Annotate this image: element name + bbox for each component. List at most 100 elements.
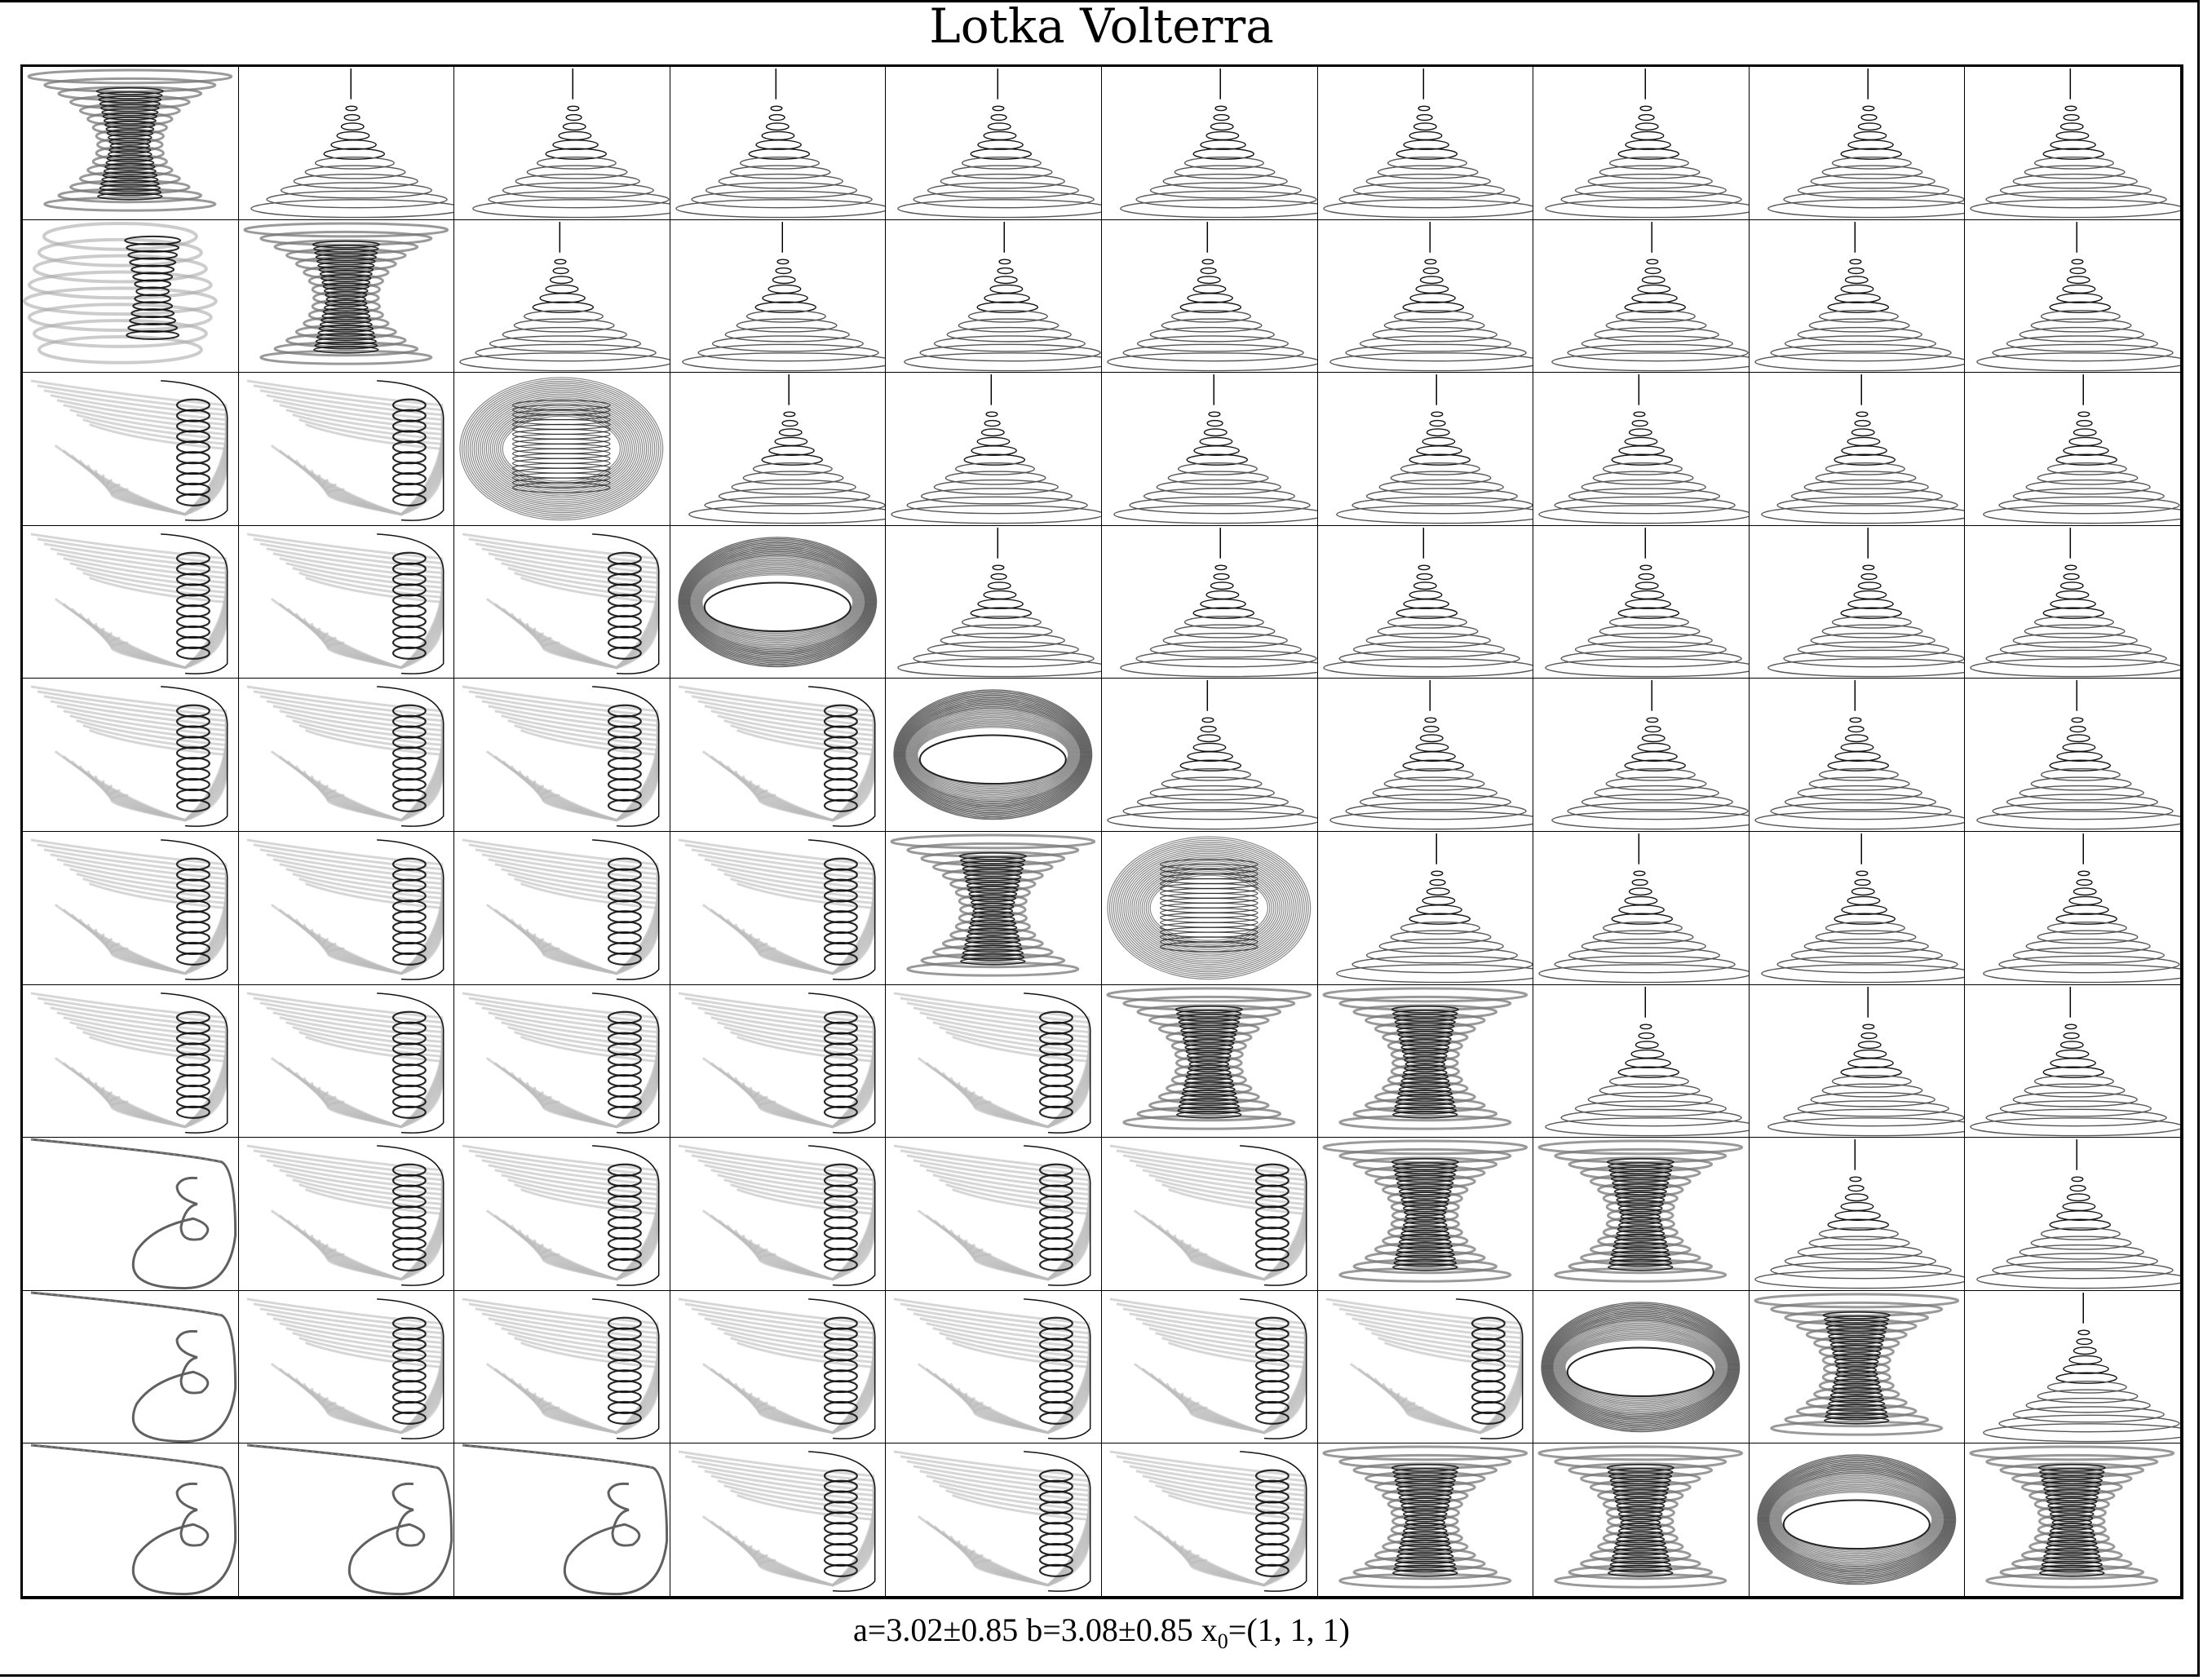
cone-trajectory-plot [1551,680,1749,830]
trajectory-cell-r5-c8 [1749,832,1966,985]
cone-trajectory-plot [1754,680,1965,830]
wing-trajectory-plot [678,685,876,828]
trajectory-cell-r3-c0 [23,525,239,679]
cone-trajectory-plot [682,221,886,371]
cone-trajectory-plot [1976,680,2180,830]
cone-trajectory-plot [1322,527,1533,678]
trajectory-cell-r9-c1 [238,1443,455,1597]
trajectory-cell-r4-c5 [1102,679,1318,832]
wing-trajectory-plot [246,1144,445,1287]
trajectory-cell-r8-c8 [1749,1290,1966,1444]
trajectory-cell-r1-c8 [1749,219,1966,374]
wing-trajectory-plot [678,1450,876,1593]
funnel-trajectory-plot [1537,1445,1744,1589]
wing-trajectory-plot [30,838,228,980]
trajectory-cell-r6-c5 [1102,984,1318,1138]
trajectory-cell-r9-c6 [1317,1443,1534,1597]
cone-trajectory-plot [897,527,1101,678]
cone-trajectory-plot [1545,68,1749,219]
trajectory-cell-r4-c2 [454,679,670,832]
cone-trajectory-plot [250,68,454,219]
trajectory-cell-r0-c6 [1317,67,1534,220]
trajectory-cell-r4-c6 [1317,679,1534,832]
wing-trajectory-plot [894,992,1091,1134]
trajectory-cell-r1-c4 [886,219,1102,374]
trajectory-cell-r0-c5 [1102,67,1318,220]
trajectory-cell-r8-c2 [454,1290,670,1444]
cone-trajectory-plot [1754,221,1965,371]
trajectory-cell-r9-c7 [1533,1443,1750,1597]
wing-trajectory-plot [462,1144,660,1287]
trajectory-cell-r0-c1 [238,67,455,220]
trajectory-cell-r6-c2 [454,984,670,1138]
trajectory-cell-r5-c6 [1317,832,1534,985]
cone-trajectory-plot [1551,221,1749,371]
trajectory-cell-r3-c9 [1965,525,2181,679]
trajectory-cell-r7-c0 [23,1138,239,1291]
trajectory-cell-r3-c4 [886,525,1102,679]
trajectory-cell-r4-c8 [1749,679,1966,832]
wing-trajectory-plot [246,1298,445,1439]
trajectory-cell-r1-c5 [1102,219,1318,374]
wing-trajectory-plot [894,1298,1091,1439]
trajectory-cell-r2-c6 [1317,373,1534,526]
trajectory-cell-r2-c9 [1965,373,2181,526]
trajectory-cell-r4-c3 [670,679,887,832]
trajectory-cell-r2-c0 [23,373,239,526]
loop-trajectory-plot [246,1443,453,1596]
cone-trajectory-plot [1329,221,1533,371]
funnel-trajectory-plot [1322,987,1528,1130]
trajectory-cell-r0-c7 [1533,67,1750,220]
trajectory-cell-r0-c0 [23,67,239,220]
caption-subscript: 0 [1217,1629,1228,1653]
trajectory-cell-r1-c2 [454,219,670,374]
caption-text: a=3.02±0.85 b=3.08±0.85 x [853,1611,1218,1648]
funnel-trajectory-plot [1322,1139,1528,1283]
trajectory-cell-r7-c1 [238,1138,455,1291]
cone-trajectory-plot [1107,680,1317,830]
wing-trajectory-plot [30,379,228,522]
trajectory-cell-r9-c3 [670,1443,887,1597]
trajectory-cell-r6-c4 [886,984,1102,1138]
trajectory-cell-r5-c9 [1965,832,2181,985]
parameter-caption: a=3.02±0.85 b=3.08±0.85 x0=(1, 1, 1) [0,1611,2203,1654]
trajectory-cell-r0-c8 [1749,67,1966,220]
loop-trajectory-plot [30,1291,237,1443]
trajectory-cell-r7-c4 [886,1138,1102,1291]
cone-trajectory-plot [1120,527,1317,678]
funnel-trajectory-plot [243,222,449,365]
cone-trajectory-plot [897,68,1101,219]
trajectory-cell-r4-c1 [238,679,455,832]
trajectory-cell-r3-c3 [670,525,887,679]
wing-trajectory-plot [246,533,445,674]
chart-title: Lotka Volterra [929,0,1274,54]
loop-trajectory-plot [30,1138,237,1290]
trajectory-cell-r9-c8 [1749,1443,1966,1597]
cone-trajectory-plot [1976,1139,2180,1289]
cone-trajectory-plot [1754,1139,1965,1289]
wing-trajectory-plot [462,685,660,828]
trajectory-grid [20,64,2183,1599]
trajectory-cell-r7-c8 [1749,1138,1966,1291]
trajectory-cell-r5-c5 [1102,832,1318,985]
trajectory-cell-r6-c7 [1533,984,1750,1138]
cone-trajectory-plot [1761,833,1965,984]
wing-trajectory-plot [246,838,445,980]
cone-trajectory-plot [1983,1292,2180,1443]
wing-trajectory-plot [678,1144,876,1287]
wing-trajectory-plot [246,685,445,828]
trajectory-cell-r6-c6 [1317,984,1534,1138]
wing-trajectory-plot [462,1298,660,1439]
trajectory-cell-r6-c1 [238,984,455,1138]
trajectory-cell-r7-c7 [1533,1138,1750,1291]
cone-trajectory-plot [1767,527,1965,678]
cone-trajectory-plot [1335,833,1533,984]
wing-trajectory-plot [1109,1144,1307,1287]
torus-trajectory-plot [893,689,1093,820]
funnel-trajectory-plot [890,833,1096,977]
cone-trajectory-plot [1107,221,1317,371]
trajectory-cell-r3-c1 [238,525,455,679]
trajectory-cell-r2-c1 [238,373,455,526]
trajectory-cell-r8-c5 [1102,1290,1318,1444]
wing-trajectory-plot [678,1298,876,1439]
